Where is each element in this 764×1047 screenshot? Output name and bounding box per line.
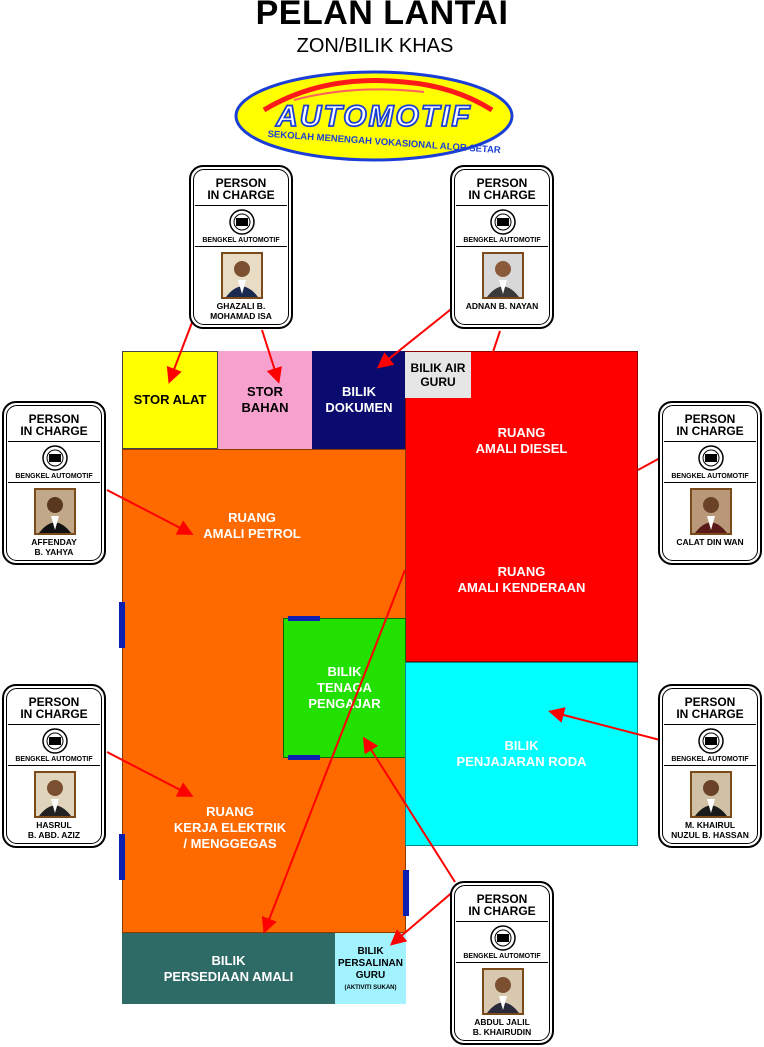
pic-card-khairul: PERSON IN CHARGE BENGKEL AUTOMOTIF M. KH… — [658, 684, 762, 848]
door-right — [403, 870, 409, 916]
pic-card-hasrul: PERSON IN CHARGE BENGKEL AUTOMOTIF HASRU… — [2, 684, 106, 848]
logo-brand: AUTOMOTIF — [275, 100, 472, 133]
card-header: PERSON IN CHARGE — [20, 412, 88, 438]
person-name: CALAT DIN WAN — [676, 537, 744, 547]
person-photo — [221, 252, 263, 299]
room-stor-bahan: STOR BAHAN — [218, 351, 312, 449]
room-stor-alat: STOR ALAT — [122, 351, 218, 449]
card-workshop: BENGKEL AUTOMOTIF — [671, 756, 749, 763]
person-photo — [690, 771, 732, 818]
card-workshop: BENGKEL AUTOMOTIF — [463, 237, 541, 244]
person-photo — [690, 488, 732, 535]
room-bilik-penjajaran-roda-label: BILIK PENJAJARAN RODA — [456, 738, 587, 769]
connector-calat-diesel — [637, 457, 661, 471]
room-bilik-dokumen: BILIK DOKUMEN — [312, 351, 406, 449]
room-bilik-dokumen-label: BILIK DOKUMEN — [325, 384, 393, 415]
pic-card-abdul-jalil: PERSON IN CHARGE BENGKEL AUTOMOTIF ABDUL… — [450, 881, 554, 1045]
room-bilik-air-guru-label: BILIK AIR GURU — [410, 361, 466, 389]
room-bilik-persediaan-amali: BILIK PERSEDIAAN AMALI — [122, 933, 335, 1004]
person-photo — [34, 488, 76, 535]
school-seal-icon — [490, 925, 516, 951]
door-left-upper — [119, 602, 125, 648]
label-ruang-amali-kenderaan: RUANG AMALI KENDERAAN — [457, 564, 586, 595]
pic-card-affenday: PERSON IN CHARGE BENGKEL AUTOMOTIF AFFEN… — [2, 401, 106, 565]
person-name: ABDUL JALIL B. KHAIRUDIN — [472, 1017, 532, 1037]
card-header: PERSON IN CHARGE — [20, 695, 88, 721]
room-stor-alat-label: STOR ALAT — [133, 392, 207, 407]
school-seal-icon — [42, 728, 68, 754]
card-workshop: BENGKEL AUTOMOTIF — [15, 756, 93, 763]
card-header: PERSON IN CHARGE — [676, 695, 744, 721]
school-seal-icon — [229, 209, 255, 235]
person-photo — [482, 968, 524, 1015]
automotif-logo: AUTOMOTIF SEKOLAH MENENGAH VOKASIONAL AL… — [234, 70, 514, 162]
room-bilik-persalinan-guru: BILIK PERSALINAN GURU (AKTIVITI SUKAN) — [335, 933, 406, 1004]
person-name: AFFENDAY B. YAHYA — [31, 537, 77, 557]
pic-card-calat: PERSON IN CHARGE BENGKEL AUTOMOTIF CALAT… — [658, 401, 762, 565]
room-bilik-penjajaran-roda: BILIK PENJAJARAN RODA — [405, 662, 638, 846]
page-title: PELAN LANTAI — [255, 0, 509, 32]
pic-card-ghazali: PERSON IN CHARGE BENGKEL AUTOMOTIF GHAZA… — [189, 165, 293, 329]
room-bilik-air-guru: BILIK AIR GURU — [405, 352, 471, 398]
room-stor-bahan-label: STOR BAHAN — [241, 384, 289, 415]
card-header: PERSON IN CHARGE — [468, 892, 536, 918]
card-header: PERSON IN CHARGE — [676, 412, 744, 438]
person-name: M. KHAIRUL NUZUL B. HASSAN — [671, 820, 749, 840]
door-left-lower — [119, 834, 125, 880]
person-name: ADNAN B. NAYAN — [465, 301, 539, 311]
card-workshop: BENGKEL AUTOMOTIF — [463, 953, 541, 960]
person-name: GHAZALI B. MOHAMAD ISA — [210, 301, 272, 321]
page-subtitle: ZON/BILIK KHAS — [296, 35, 454, 57]
room-bilik-persediaan-amali-label: BILIK PERSEDIAAN AMALI — [163, 952, 294, 984]
card-header: PERSON IN CHARGE — [468, 176, 536, 202]
door-pengajar-top — [288, 616, 320, 621]
room-bilik-tenaga-pengajar-label: BILIK TENAGA PENGAJAR — [308, 664, 381, 711]
label-ruang-amali-diesel: RUANG AMALI DIESEL — [475, 425, 568, 456]
person-name: HASRUL B. ABD. AZIZ — [27, 820, 81, 840]
school-seal-icon — [698, 445, 724, 471]
card-workshop: BENGKEL AUTOMOTIF — [671, 473, 749, 480]
room-bilik-tenaga-pengajar: BILIK TENAGA PENGAJAR — [283, 618, 406, 758]
card-workshop: BENGKEL AUTOMOTIF — [202, 237, 280, 244]
room-bilik-persalinan-guru-note: (AKTIVITI SUKAN) — [344, 984, 397, 991]
school-seal-icon — [698, 728, 724, 754]
school-seal-icon — [490, 209, 516, 235]
label-ruang-kerja-elektrik: RUANG KERJA ELEKTRIK / MENGGEGAS — [173, 804, 287, 851]
door-pengajar-bottom — [288, 755, 320, 760]
pic-card-adnan: PERSON IN CHARGE BENGKEL AUTOMOTIF ADNAN… — [450, 165, 554, 329]
person-photo — [34, 771, 76, 818]
school-seal-icon — [42, 445, 68, 471]
room-bilik-persalinan-guru-label: BILIK PERSALINAN GURU — [337, 945, 403, 981]
connector-adnan-diesel — [492, 330, 501, 353]
card-workshop: BENGKEL AUTOMOTIF — [15, 473, 93, 480]
person-photo — [482, 252, 524, 299]
label-ruang-amali-petrol: RUANG AMALI PETROL — [203, 510, 301, 541]
card-header: PERSON IN CHARGE — [207, 176, 275, 202]
